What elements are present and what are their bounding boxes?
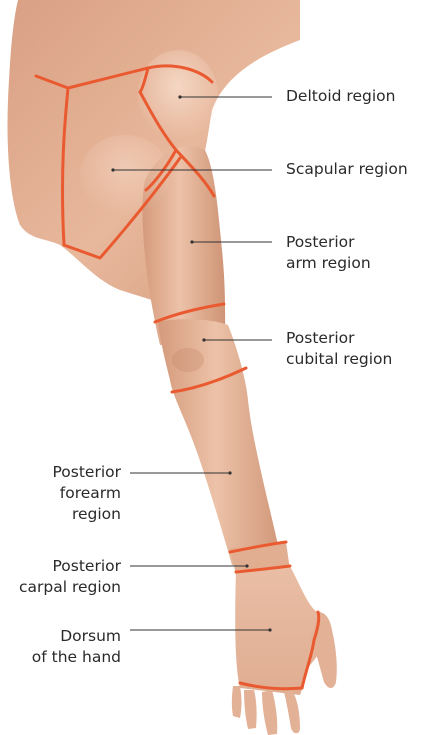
finger-index — [284, 690, 300, 733]
leader-dot-posterior-arm — [190, 240, 193, 243]
leader-dot-posterior-forearm — [228, 471, 231, 474]
label-posterior-cubital-region: Posterior cubital region — [286, 328, 392, 370]
label-scapular-region: Scapular region — [286, 159, 408, 180]
finger-little — [232, 686, 242, 718]
leader-dot-posterior-cubital — [202, 338, 205, 341]
leader-dot-scapular — [111, 168, 114, 171]
leader-dot-posterior-carpal — [245, 564, 248, 567]
elbow-shading — [172, 348, 204, 372]
finger-ring — [244, 690, 257, 729]
label-line: Scapular region — [286, 159, 408, 180]
scapula-highlight — [80, 135, 170, 215]
label-line: of the hand — [32, 647, 121, 668]
label-line: Posterior — [19, 556, 121, 577]
label-line: arm region — [286, 253, 371, 274]
label-line: carpal region — [19, 577, 121, 598]
finger-middle — [262, 690, 277, 735]
label-deltoid-region: Deltoid region — [286, 86, 395, 107]
leader-dot-deltoid — [178, 95, 181, 98]
label-line: cubital region — [286, 349, 392, 370]
label-line: Posterior — [286, 232, 371, 253]
leader-dot-dorsum-hand — [268, 628, 271, 631]
label-line: Posterior — [52, 462, 121, 483]
label-line: Posterior — [286, 328, 392, 349]
label-line: Dorsum — [32, 626, 121, 647]
label-line: region — [52, 504, 121, 525]
label-line: forearm — [52, 483, 121, 504]
label-line: Deltoid region — [286, 86, 395, 107]
deltoid-highlight — [138, 50, 218, 140]
label-dorsum-of-hand: Dorsum of the hand — [32, 626, 121, 668]
label-posterior-arm-region: Posterior arm region — [286, 232, 371, 274]
label-posterior-forearm-region: Posterior forearm region — [52, 462, 121, 525]
label-posterior-carpal-region: Posterior carpal region — [19, 556, 121, 598]
